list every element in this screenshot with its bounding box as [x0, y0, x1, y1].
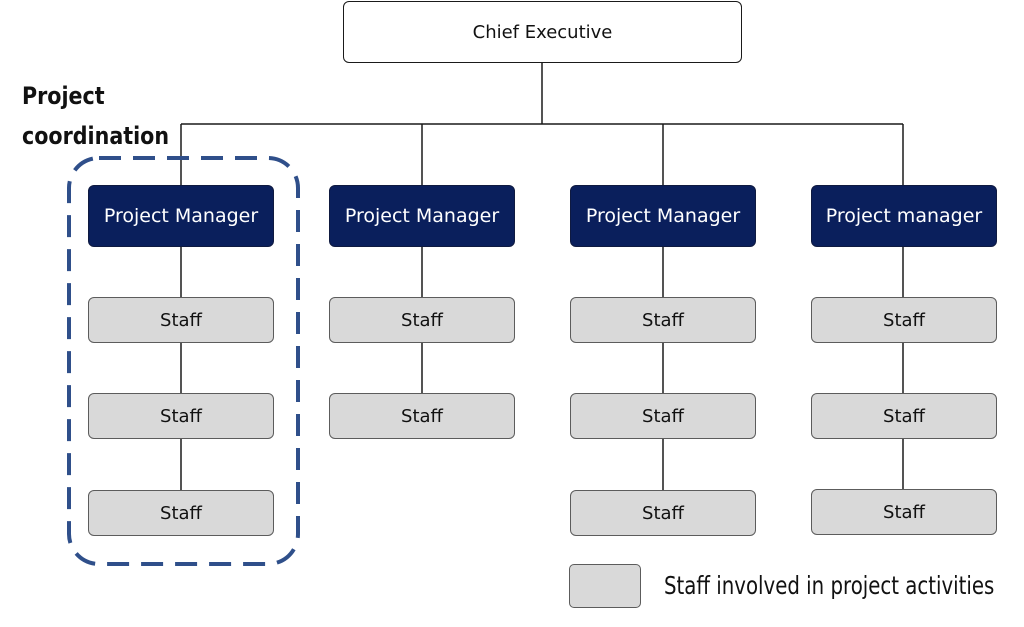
chief-executive-box: Chief Executive	[343, 1, 742, 63]
staff-label: Staff	[160, 405, 202, 427]
project-coordination-title-line-2: coordination	[22, 122, 170, 150]
project-manager-label: Project Manager	[344, 205, 500, 227]
staff-box: Staff	[811, 393, 997, 439]
project-manager-box-1: Project Manager	[88, 185, 274, 247]
staff-label: Staff	[883, 309, 925, 331]
project-manager-box-2: Project Manager	[329, 185, 515, 247]
staff-box: Staff	[570, 490, 756, 536]
staff-box: Staff	[811, 489, 997, 535]
project-manager-box-4: Project manager	[811, 185, 997, 247]
staff-box: Staff	[329, 297, 515, 343]
project-manager-label: Project Manager	[585, 205, 741, 227]
staff-label: Staff	[160, 309, 202, 331]
project-coordination-title: Project coordination	[22, 76, 169, 156]
staff-label: Staff	[160, 502, 202, 524]
legend-swatch	[569, 564, 641, 608]
staff-box: Staff	[88, 490, 274, 536]
staff-label: Staff	[883, 501, 925, 523]
staff-box: Staff	[88, 393, 274, 439]
staff-label: Staff	[401, 309, 443, 331]
staff-box: Staff	[570, 393, 756, 439]
project-coordination-title-line-1: Project	[22, 82, 105, 110]
project-manager-label: Project Manager	[103, 205, 259, 227]
staff-label: Staff	[883, 405, 925, 427]
staff-box: Staff	[88, 297, 274, 343]
project-manager-label: Project manager	[825, 205, 983, 227]
staff-box: Staff	[329, 393, 515, 439]
staff-label: Staff	[642, 309, 684, 331]
project-manager-box-3: Project Manager	[570, 185, 756, 247]
staff-label: Staff	[642, 502, 684, 524]
staff-box: Staff	[570, 297, 756, 343]
legend-label: Staff involved in project activities	[664, 571, 995, 600]
chief-executive-label: Chief Executive	[472, 21, 613, 43]
project-coordination-outline	[67, 156, 300, 566]
staff-label: Staff	[401, 405, 443, 427]
staff-label: Staff	[642, 405, 684, 427]
staff-box: Staff	[811, 297, 997, 343]
